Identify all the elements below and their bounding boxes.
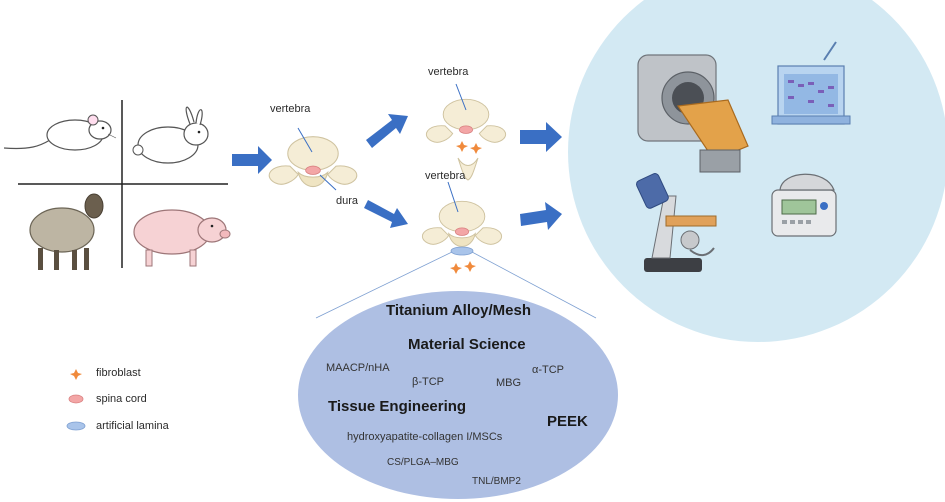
arrow-to-top-vertebra bbox=[366, 114, 408, 148]
legend-spinal-cord-icon bbox=[68, 394, 84, 404]
removed-lamina-icon bbox=[457, 157, 479, 181]
arrow-bottom-to-analysis bbox=[520, 202, 562, 230]
legend-artificial-lamina-label: artificial lamina bbox=[96, 420, 169, 432]
oval-hydroxyapatite: hydroxyapatite-collagen I/MSCs bbox=[347, 431, 503, 443]
fibroblast-icon bbox=[450, 263, 462, 274]
fibroblast-icon bbox=[464, 261, 476, 272]
oval-tnl: TNL/BMP2 bbox=[472, 476, 521, 487]
oval-mbg: MBG bbox=[496, 377, 522, 389]
rabbit-icon bbox=[132, 106, 209, 164]
fibroblast-icon bbox=[470, 143, 482, 154]
vertebra-bottom-icon bbox=[421, 200, 503, 247]
gel-electrophoresis-icon bbox=[771, 41, 851, 125]
zoom-line-left bbox=[315, 251, 453, 319]
materials-oval bbox=[298, 291, 618, 499]
rat-icon bbox=[3, 114, 117, 151]
label-vertebra-bottom: vertebra bbox=[425, 170, 466, 182]
legend-artificial-lamina-icon bbox=[66, 421, 86, 431]
microscope-icon bbox=[636, 173, 717, 272]
pointer-vertebra-center bbox=[297, 127, 313, 153]
ct-scanner-icon bbox=[637, 54, 749, 173]
oval-material-science: Material Science bbox=[408, 336, 526, 353]
pointer-vertebra-bottom bbox=[447, 181, 459, 213]
vertebra-center-icon bbox=[268, 136, 358, 188]
oval-tissue-engineering: Tissue Engineering bbox=[328, 398, 467, 415]
sheep-icon bbox=[29, 193, 104, 270]
fibroblast-icon bbox=[456, 141, 468, 152]
label-dura: dura bbox=[336, 195, 359, 207]
pointer-dura bbox=[319, 174, 337, 191]
legend-fibroblast-icon bbox=[70, 369, 82, 380]
oval-alpha-tcp: α-TCP bbox=[532, 364, 565, 376]
label-vertebra-center: vertebra bbox=[270, 103, 311, 115]
oval-titanium: Titanium Alloy/Mesh bbox=[386, 302, 532, 319]
label-vertebra-top: vertebra bbox=[428, 66, 469, 78]
pointer-vertebra-top bbox=[455, 83, 467, 111]
pcr-machine-icon bbox=[771, 173, 837, 237]
arrow-to-bottom-vertebra bbox=[364, 200, 408, 228]
oval-peek: PEEK bbox=[547, 413, 588, 430]
zoom-line-right bbox=[471, 251, 597, 319]
oval-maacp: MAACP/nHA bbox=[326, 362, 390, 374]
legend-spinal-cord-label: spina cord bbox=[96, 393, 147, 405]
pig-icon bbox=[133, 209, 231, 267]
arrow-top-to-analysis bbox=[520, 122, 562, 152]
oval-cs-plga: CS/PLGA–MBG bbox=[387, 457, 459, 468]
artificial-lamina-icon bbox=[450, 246, 474, 256]
legend-fibroblast-label: fibroblast bbox=[96, 367, 141, 379]
arrow-animals-to-vertebra bbox=[232, 146, 272, 174]
vertebra-top-icon bbox=[426, 98, 506, 143]
analysis-circle bbox=[568, 0, 945, 342]
oval-beta-tcp: β-TCP bbox=[412, 376, 444, 388]
